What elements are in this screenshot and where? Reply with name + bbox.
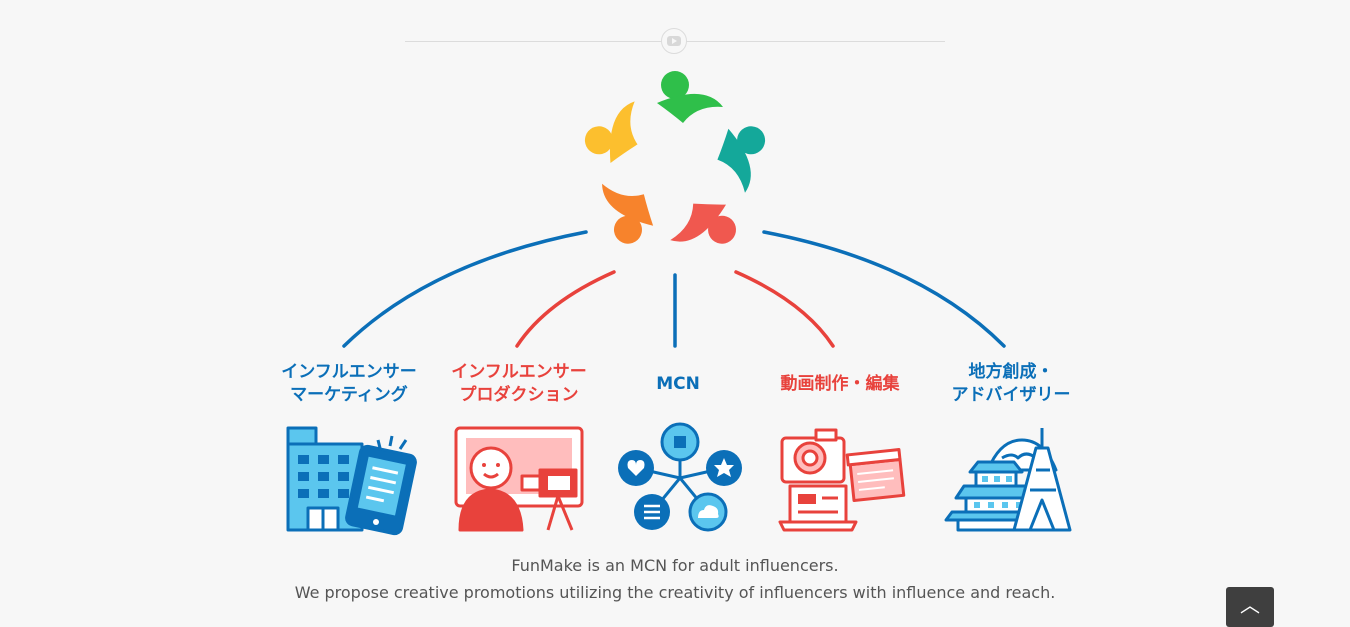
service-label-regional: 地方創成・ アドバイザリー <box>951 362 1071 405</box>
streamer-camera-icon <box>454 426 584 532</box>
service-label-influencer-production: インフルエンサー プロダクション <box>451 362 587 405</box>
description-line-1: FunMake is an MCN for adult influencers. <box>511 556 839 575</box>
service-label-video-production: 動画制作・編集 <box>780 374 900 394</box>
funmake-logo-icon <box>584 71 766 244</box>
building-phone-icon <box>286 426 417 536</box>
network-icon <box>618 422 742 532</box>
castle-tower-icon <box>944 428 1072 532</box>
service-label-influencer-marketing: インフルエンサー マーケティング <box>281 362 417 405</box>
chevron-up-icon: ︿ <box>1240 593 1260 617</box>
connector-lines <box>342 230 1006 348</box>
video-badge-icon <box>661 28 687 54</box>
service-label-mcn: MCN <box>656 374 700 394</box>
back-to-top-button[interactable]: ︿ <box>1226 587 1274 627</box>
camera-clapper-icon <box>778 428 906 532</box>
description-line-2: We propose creative promotions utilizing… <box>294 583 1056 602</box>
